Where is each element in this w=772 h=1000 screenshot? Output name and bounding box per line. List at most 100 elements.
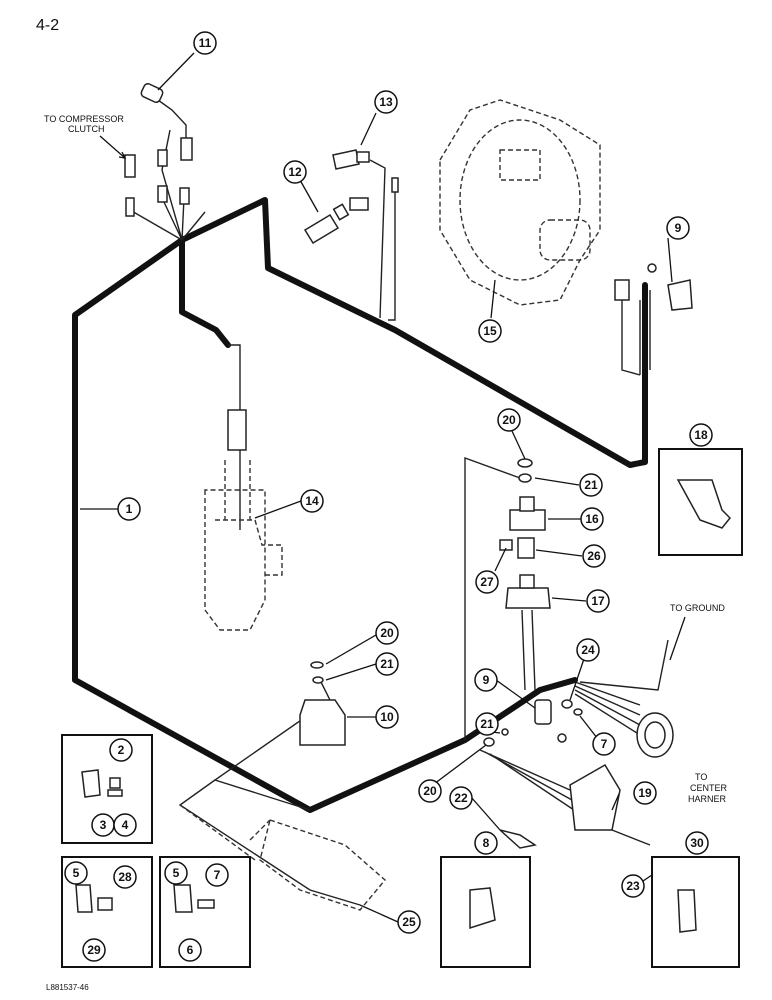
callout-11: 11	[193, 31, 217, 55]
svg-text:19: 19	[638, 786, 652, 800]
callout-20-middle: 20	[375, 621, 399, 645]
svg-text:3: 3	[100, 818, 107, 832]
svg-text:21: 21	[584, 478, 598, 492]
callout-4: 4	[113, 813, 137, 837]
svg-text:10: 10	[380, 710, 394, 724]
callout-7-inset: 7	[205, 863, 229, 887]
callout-1: 1	[117, 497, 141, 521]
svg-text:30: 30	[690, 836, 704, 850]
svg-text:4: 4	[122, 818, 129, 832]
callout-24: 24	[576, 638, 600, 662]
svg-text:11: 11	[199, 36, 212, 50]
svg-text:9: 9	[675, 221, 682, 235]
svg-text:22: 22	[454, 791, 468, 805]
svg-text:28: 28	[118, 870, 132, 884]
svg-text:21: 21	[380, 657, 394, 671]
switch-13	[332, 149, 399, 321]
callout-20-lower: 20	[418, 779, 442, 803]
callout-16: 16	[580, 507, 604, 531]
callout-25: 25	[397, 910, 421, 934]
svg-text:15: 15	[483, 324, 497, 338]
callout-21-lower: 21	[475, 712, 499, 736]
svg-text:9: 9	[483, 673, 490, 687]
gauge-stack	[499, 458, 551, 691]
page-number: 4-2	[36, 17, 59, 34]
ground-leader	[669, 616, 686, 661]
label-to-ground: TO GROUND	[670, 603, 725, 613]
callout-7-main: 7	[592, 732, 616, 756]
svg-text:26: 26	[587, 549, 601, 563]
svg-text:29: 29	[87, 943, 101, 957]
svg-text:6: 6	[187, 943, 194, 957]
callout-5-left: 5	[64, 861, 88, 885]
svg-text:14: 14	[305, 494, 319, 508]
sender-10	[299, 661, 346, 746]
svg-text:7: 7	[601, 737, 608, 751]
svg-text:7: 7	[214, 868, 221, 882]
figure-code: L881537-46	[46, 983, 89, 992]
svg-text:20: 20	[502, 413, 516, 427]
callout-13: 13	[374, 90, 398, 114]
callout-group: 11 13 12 15 9 1 14 20 21 18 16 26 27 17 …	[64, 31, 713, 962]
callout-20-upper: 20	[497, 408, 521, 432]
label-center: CENTER	[690, 783, 728, 793]
compressor-clutch-connectors	[124, 99, 206, 241]
callout-5-right: 5	[164, 861, 188, 885]
callout-8: 8	[474, 831, 498, 855]
callout-18: 18	[689, 423, 713, 447]
label-to-compressor: TO COMPRESSOR	[44, 114, 124, 124]
callout-17: 17	[586, 589, 610, 613]
center-harness-connector	[479, 639, 674, 849]
main-wire-harness	[72, 197, 648, 906]
svg-text:25: 25	[402, 915, 416, 929]
svg-text:18: 18	[694, 428, 708, 442]
alternator-15	[439, 99, 601, 306]
callout-28: 28	[113, 865, 137, 889]
callout-9-lower: 9	[474, 668, 498, 692]
svg-text:5: 5	[173, 866, 180, 880]
sensor-11	[140, 82, 164, 104]
callout-12: 12	[283, 160, 307, 184]
switch-12	[303, 203, 350, 245]
svg-text:12: 12	[288, 165, 302, 179]
component-14	[204, 409, 283, 631]
svg-text:8: 8	[483, 836, 490, 850]
lower-right-connectors	[483, 699, 583, 747]
svg-text:24: 24	[581, 643, 595, 657]
callout-10: 10	[375, 705, 399, 729]
svg-text:2: 2	[118, 743, 125, 757]
svg-text:27: 27	[480, 575, 494, 589]
label-to: TO	[695, 772, 707, 782]
callout-21-middle: 21	[375, 652, 399, 676]
inset-18	[658, 448, 743, 556]
callout-26: 26	[582, 544, 606, 568]
starter-25	[179, 804, 386, 911]
inset-8	[440, 856, 531, 968]
label-clutch: CLUTCH	[68, 124, 105, 134]
callout-3: 3	[91, 813, 115, 837]
svg-text:1: 1	[126, 502, 133, 516]
callout-30: 30	[685, 831, 709, 855]
callout-15: 15	[478, 319, 502, 343]
connector-9-upper	[614, 263, 693, 376]
callout-27: 27	[475, 570, 499, 594]
label-harner: HARNER	[688, 794, 727, 804]
callout-leaders	[80, 52, 673, 923]
svg-text:20: 20	[423, 784, 437, 798]
svg-text:5: 5	[73, 866, 80, 880]
callout-23: 23	[621, 874, 645, 898]
svg-text:16: 16	[585, 512, 599, 526]
callout-19: 19	[633, 781, 657, 805]
svg-text:17: 17	[591, 594, 605, 608]
callout-6: 6	[178, 938, 202, 962]
callout-9-upper: 9	[666, 216, 690, 240]
compressor-leader	[99, 135, 127, 159]
callout-21-upper: 21	[579, 473, 603, 497]
svg-text:13: 13	[379, 95, 393, 109]
callout-2: 2	[109, 738, 133, 762]
svg-text:20: 20	[380, 626, 394, 640]
inset-30	[651, 856, 740, 968]
svg-text:23: 23	[626, 879, 640, 893]
